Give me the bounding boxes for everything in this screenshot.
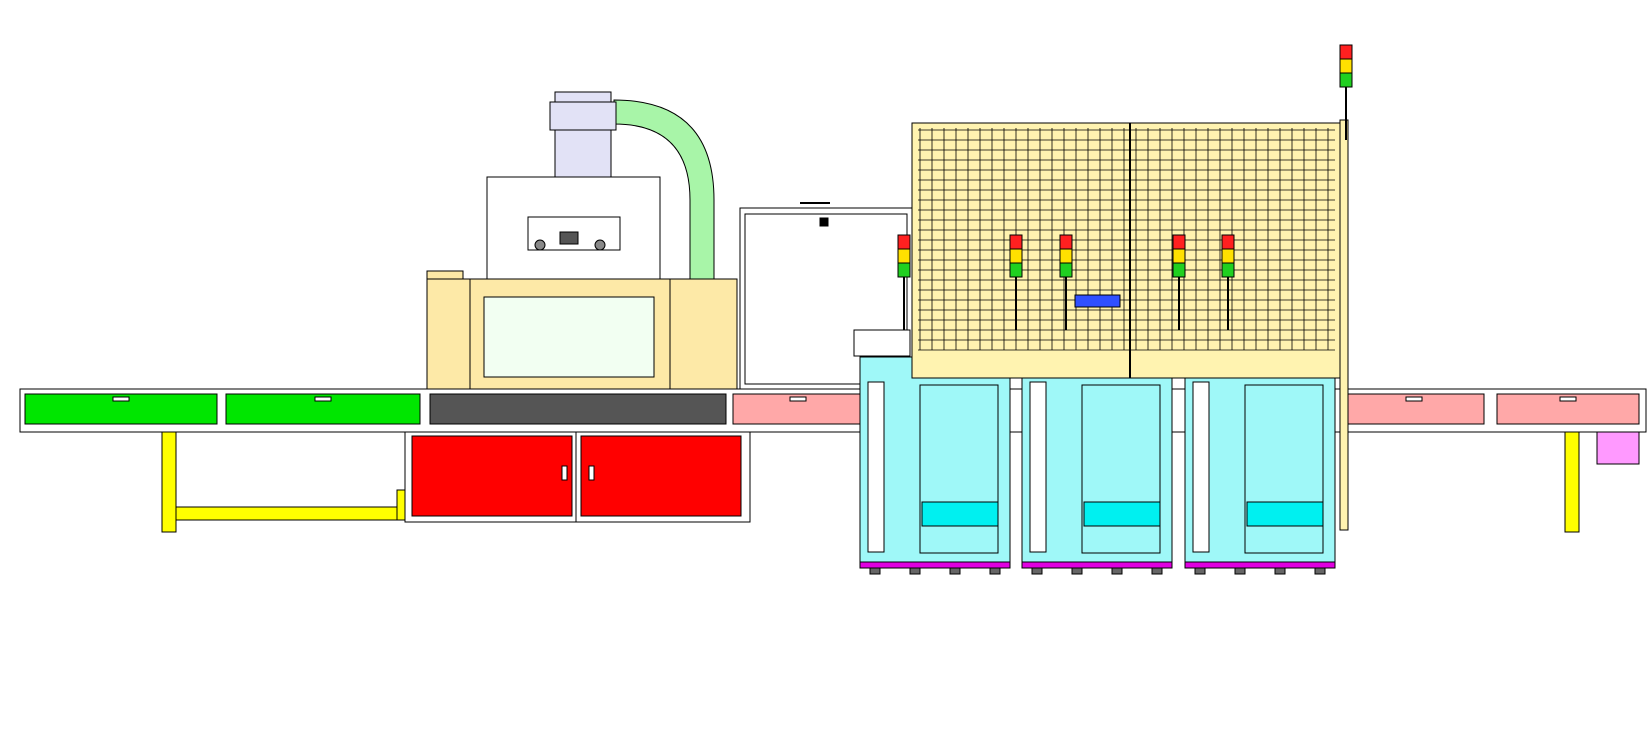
signal-tower bbox=[1172, 234, 1186, 330]
station-rail bbox=[1029, 381, 1047, 553]
station-foot bbox=[1111, 567, 1123, 575]
signal-light-yellow bbox=[1221, 248, 1235, 264]
station-foot bbox=[1071, 567, 1083, 575]
station-foot bbox=[1314, 567, 1326, 575]
support-legs bbox=[161, 431, 1580, 533]
signal-light-yellow bbox=[897, 248, 911, 264]
signal-light-yellow bbox=[1172, 248, 1186, 264]
conveyor-section bbox=[429, 393, 727, 425]
station-bay bbox=[1081, 384, 1161, 554]
signal-light-red bbox=[1009, 234, 1023, 250]
station-base bbox=[859, 561, 1011, 569]
conveyor-handle bbox=[112, 396, 130, 402]
roller bbox=[534, 239, 546, 251]
door-handle bbox=[561, 465, 568, 481]
safety-fence bbox=[911, 122, 1343, 379]
station-tray bbox=[921, 501, 999, 527]
signal-tower bbox=[1221, 234, 1235, 330]
leg-crossbar bbox=[175, 506, 403, 521]
signal-tower bbox=[897, 234, 911, 330]
station-rail bbox=[1192, 381, 1210, 553]
oven-window bbox=[483, 296, 655, 378]
exhaust-duct bbox=[613, 99, 715, 280]
station-foot bbox=[1194, 567, 1206, 575]
roller bbox=[594, 239, 606, 251]
station-bay bbox=[919, 384, 999, 554]
signal-light-green bbox=[1339, 72, 1353, 88]
signal-light-red bbox=[1339, 44, 1353, 60]
signal-light-red bbox=[1172, 234, 1186, 250]
station-foot bbox=[1151, 567, 1163, 575]
assembly-machine bbox=[853, 44, 1353, 575]
signal-light-green bbox=[1172, 262, 1186, 278]
station-foot bbox=[1274, 567, 1286, 575]
frame-clamp bbox=[819, 217, 829, 227]
conveyor-section bbox=[225, 393, 421, 425]
station-foot bbox=[989, 567, 1001, 575]
station-base bbox=[1021, 561, 1173, 569]
signal-light-yellow bbox=[1009, 248, 1023, 264]
station-tray bbox=[1083, 501, 1161, 527]
oven-unit bbox=[404, 91, 751, 523]
conveyor-line bbox=[19, 388, 1647, 465]
signal-light-green bbox=[1221, 262, 1235, 278]
station-top-cap bbox=[853, 329, 911, 357]
station-foot bbox=[869, 567, 881, 575]
hood-part bbox=[559, 231, 579, 245]
conveyor-handle bbox=[789, 396, 807, 402]
pink-box bbox=[1596, 431, 1640, 465]
fence-mesh bbox=[918, 128, 1335, 351]
signal-light-yellow bbox=[1339, 58, 1353, 74]
work-part bbox=[1074, 294, 1121, 308]
exhaust-pipe bbox=[554, 129, 612, 178]
conveyor-handle bbox=[1405, 396, 1423, 402]
conveyor-section bbox=[1343, 393, 1485, 425]
station-foot bbox=[949, 567, 961, 575]
signal-light-red bbox=[1221, 234, 1235, 250]
signal-tower bbox=[1009, 234, 1023, 330]
signal-light-yellow bbox=[1059, 248, 1073, 264]
station-foot bbox=[909, 567, 921, 575]
signal-tower bbox=[1339, 44, 1353, 140]
station-rail bbox=[867, 381, 885, 553]
exhaust-cap bbox=[554, 91, 612, 103]
station-bay bbox=[1244, 384, 1324, 554]
station-tray bbox=[1246, 501, 1324, 527]
conveyor-handle bbox=[314, 396, 332, 402]
signal-light-green bbox=[1059, 262, 1073, 278]
conveyor-handle bbox=[1559, 396, 1577, 402]
station-foot bbox=[1031, 567, 1043, 575]
left-leg bbox=[161, 431, 177, 533]
station-base bbox=[1184, 561, 1336, 569]
signal-light-green bbox=[1009, 262, 1023, 278]
signal-light-red bbox=[897, 234, 911, 250]
frame-inner bbox=[744, 213, 908, 385]
signal-tower bbox=[1059, 234, 1073, 330]
leg-crossbar-end bbox=[396, 489, 406, 521]
fence-post bbox=[1339, 119, 1349, 531]
cabinet-door bbox=[411, 435, 573, 517]
signal-light-red bbox=[1059, 234, 1073, 250]
exhaust-collar bbox=[549, 101, 617, 131]
right-leg bbox=[1564, 431, 1580, 533]
signal-light-green bbox=[897, 262, 911, 278]
door-handle bbox=[588, 465, 595, 481]
station-foot bbox=[1234, 567, 1246, 575]
cabinet-door bbox=[580, 435, 742, 517]
